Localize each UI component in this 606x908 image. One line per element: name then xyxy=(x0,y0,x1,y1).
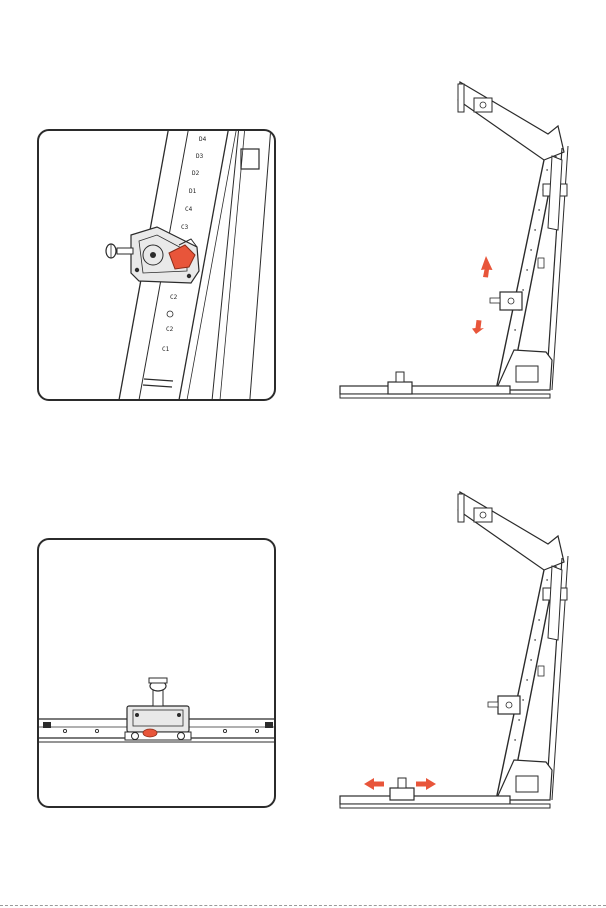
base-carriage-icon xyxy=(390,778,414,800)
arrow-right-icon xyxy=(416,778,436,790)
arrow-up-icon xyxy=(481,256,493,278)
hole-label: C4 xyxy=(185,206,193,213)
detail-panel-vertical-adjust: D4 D3 D2 D1 C4 C3 C2 C2 C1 xyxy=(37,129,276,401)
hole-label: D1 xyxy=(189,188,197,195)
hole-label: C1 xyxy=(162,346,170,353)
hole-label: C2 xyxy=(166,326,174,333)
hole-label: C3 xyxy=(181,224,189,231)
vertical-post-detail-illustration: D4 D3 D2 D1 C4 C3 C2 C2 C1 xyxy=(39,131,276,401)
hole-label: C2 xyxy=(170,294,178,301)
carriage-icon xyxy=(490,292,522,310)
carriage-icon xyxy=(488,696,520,714)
page-bottom-divider xyxy=(0,905,606,907)
hole-label: D2 xyxy=(192,170,200,177)
machine-illustration-top xyxy=(300,60,606,410)
machine-view-base-adjust xyxy=(300,470,606,820)
base-rail-detail-illustration xyxy=(39,540,276,808)
base-carriage-pop-pin-icon xyxy=(125,678,191,740)
upper-pulley-icon xyxy=(474,98,492,112)
arrow-left-icon xyxy=(364,778,384,790)
upper-pulley-icon xyxy=(474,508,492,522)
carriage-pop-pin-icon xyxy=(106,227,199,283)
base-carriage-icon xyxy=(388,372,412,394)
machine-view-vertical-adjust xyxy=(300,60,606,410)
arrow-down-icon xyxy=(472,320,484,334)
detail-panel-base-adjust xyxy=(37,538,276,808)
hole-label: D4 xyxy=(199,136,207,143)
machine-illustration-bottom xyxy=(300,470,606,820)
hole-label: D3 xyxy=(196,153,204,160)
